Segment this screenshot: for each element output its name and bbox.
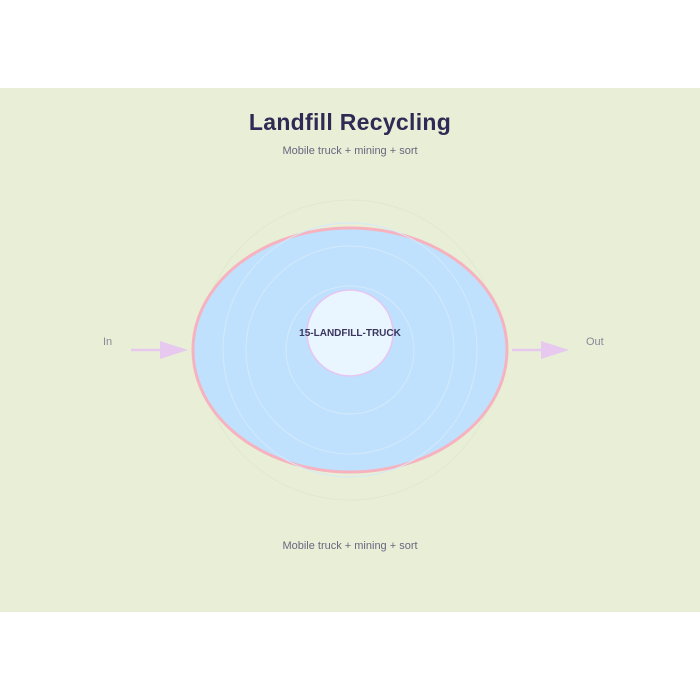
inner-guide-ring-3: [285, 285, 415, 415]
out-label: Out: [586, 336, 604, 348]
inner-guide-ring-1: [222, 222, 478, 478]
diagram-subtitle: Mobile truck + mining + sort: [282, 145, 418, 157]
in-arrow-head: [160, 341, 188, 359]
out-arrow-head: [541, 341, 569, 359]
diagram-title: Landfill Recycling: [248, 109, 452, 135]
core-label: 15-LANDFILL-TRUCK: [299, 328, 401, 339]
core-circle: [306, 289, 394, 377]
diagram-caption: Mobile truck + mining + sort: [282, 540, 418, 552]
inner-guide-ring-2: [245, 245, 455, 455]
in-label: In: [103, 336, 113, 348]
